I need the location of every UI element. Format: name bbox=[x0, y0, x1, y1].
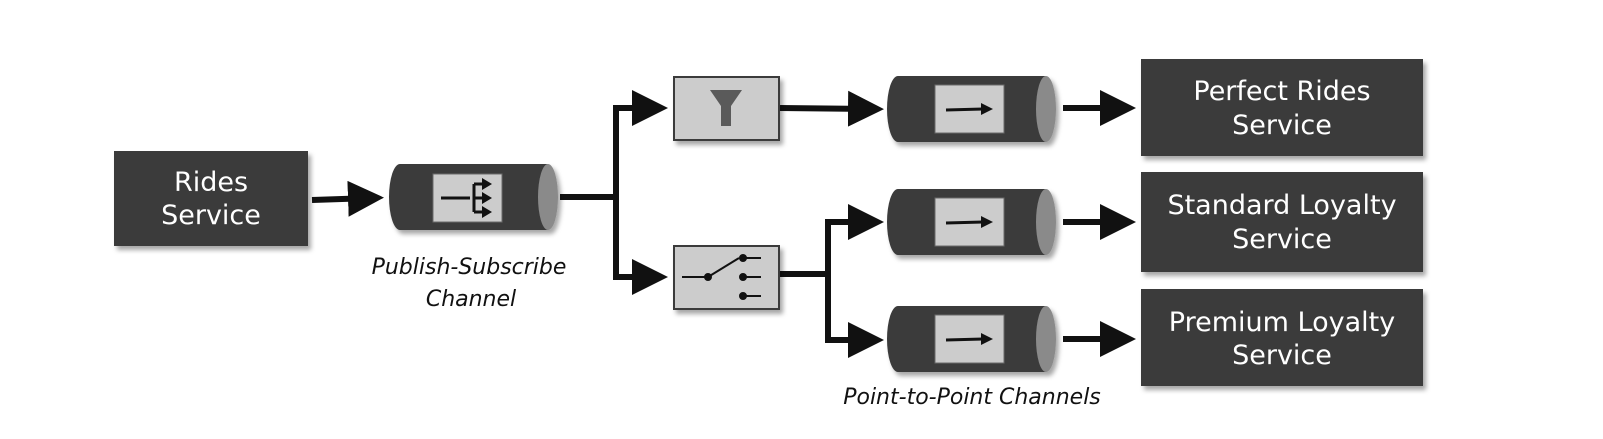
right-arrow-icon bbox=[934, 84, 1005, 134]
right-arrow-icon bbox=[934, 197, 1005, 247]
rides-service-box: Rides Service bbox=[114, 151, 308, 246]
connector-trunk-to-router bbox=[613, 197, 668, 295]
perfect-rides-line2: Service bbox=[1232, 110, 1332, 141]
pubsub-caption-line2: Channel bbox=[426, 287, 516, 312]
premium-loyalty-line1: Premium Loyalty bbox=[1169, 307, 1395, 338]
standard-loyalty-service-box: Standard Loyalty Service bbox=[1141, 172, 1423, 272]
standard-loyalty-line2: Service bbox=[1232, 224, 1332, 255]
connector-router-to-p2p-2 bbox=[825, 204, 884, 274]
rides-service-line1: Rides bbox=[174, 167, 248, 198]
connectors bbox=[311, 90, 1136, 358]
premium-loyalty-service-box: Premium Loyalty Service bbox=[1141, 289, 1423, 386]
right-arrow-icon bbox=[934, 314, 1005, 364]
pubsub-caption-line1: Publish-Subscribe bbox=[372, 255, 567, 280]
fanout-arrows-icon bbox=[432, 173, 503, 223]
connector-trunk-to-filter bbox=[613, 90, 668, 197]
connector-router-to-p2p-3 bbox=[825, 274, 884, 358]
standard-loyalty-line1: Standard Loyalty bbox=[1167, 190, 1396, 221]
p2p-channel-2 bbox=[887, 189, 1056, 255]
premium-loyalty-line2: Service bbox=[1232, 340, 1332, 371]
p2p-channel-1 bbox=[887, 76, 1056, 142]
connector-rides-to-pubsub bbox=[311, 180, 384, 217]
rides-service-line2: Service bbox=[161, 200, 261, 231]
message-filter bbox=[673, 76, 780, 141]
perfect-rides-service-box: Perfect Rides Service bbox=[1141, 59, 1423, 156]
connector-filter-to-p2p-1 bbox=[779, 90, 884, 127]
funnel-icon bbox=[710, 90, 742, 126]
perfect-rides-line1: Perfect Rides bbox=[1193, 76, 1370, 107]
switch-icon bbox=[682, 254, 761, 300]
p2p-channel-3 bbox=[887, 306, 1056, 372]
p2p-caption: Point-to-Point Channels bbox=[843, 385, 1101, 410]
content-router bbox=[673, 245, 780, 310]
